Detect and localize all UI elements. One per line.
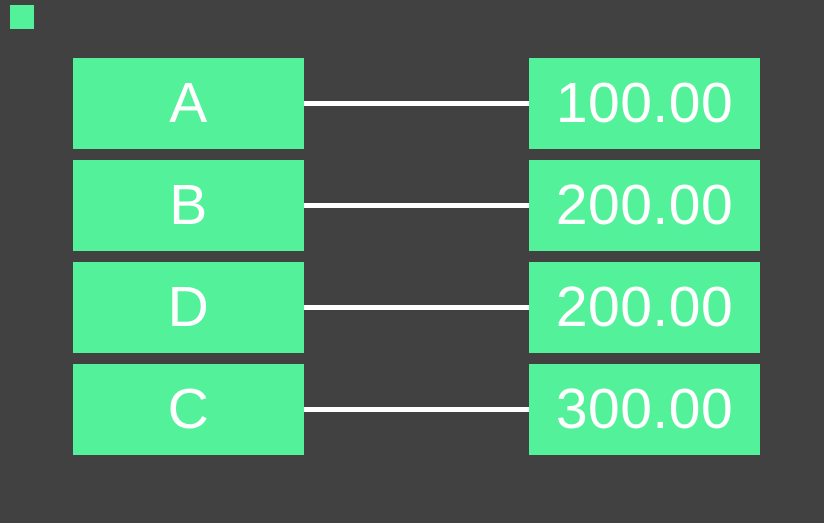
- corner-marker: [10, 5, 34, 29]
- value-label: 200.00: [555, 275, 734, 339]
- value-label: 200.00: [555, 173, 734, 237]
- key-label: A: [169, 71, 208, 135]
- value-label: 300.00: [555, 377, 734, 441]
- connector-line: [304, 203, 529, 208]
- key-node-c: C: [73, 364, 304, 455]
- connector-line: [304, 407, 529, 412]
- mapping-diagram: A 100.00 B 200.00 D: [73, 58, 760, 455]
- key-label: B: [169, 173, 208, 237]
- connector-track: [304, 58, 529, 149]
- mapping-row: C 300.00: [73, 364, 760, 455]
- key-node-d: D: [73, 262, 304, 353]
- connector-track: [304, 364, 529, 455]
- key-node-a: A: [73, 58, 304, 149]
- value-node-a: 100.00: [529, 58, 760, 149]
- mapping-row: B 200.00: [73, 160, 760, 251]
- value-node-c: 300.00: [529, 364, 760, 455]
- mapping-row: A 100.00: [73, 58, 760, 149]
- value-label: 100.00: [555, 71, 734, 135]
- key-label: D: [167, 275, 210, 339]
- key-node-b: B: [73, 160, 304, 251]
- value-node-b: 200.00: [529, 160, 760, 251]
- connector-line: [304, 101, 529, 106]
- connector-track: [304, 160, 529, 251]
- connector-track: [304, 262, 529, 353]
- value-node-d: 200.00: [529, 262, 760, 353]
- connector-line: [304, 305, 529, 310]
- key-label: C: [167, 377, 210, 441]
- mapping-row: D 200.00: [73, 262, 760, 353]
